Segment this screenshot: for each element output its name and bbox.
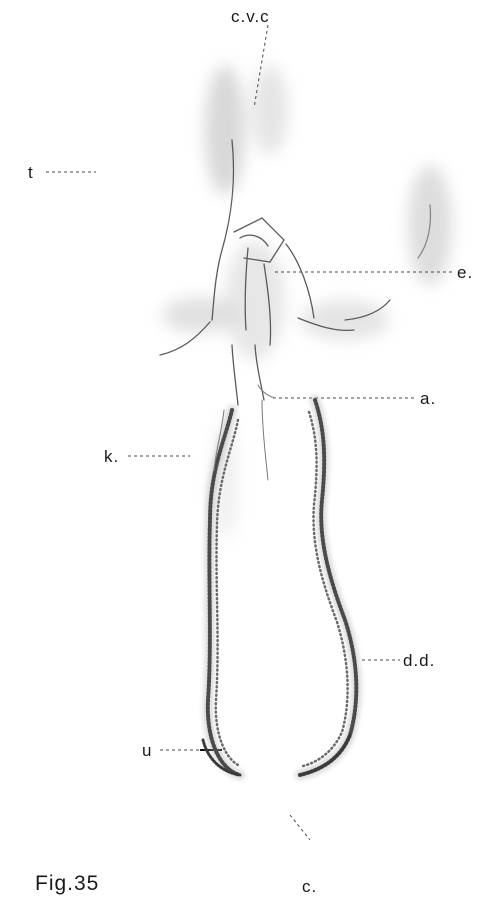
label-u: u [142, 742, 152, 759]
label-e: e. [457, 264, 473, 281]
label-c: c. [302, 878, 317, 895]
label-a: a. [420, 390, 436, 407]
figure-caption: Fig.35 [35, 872, 99, 896]
stippled-organ [203, 385, 356, 775]
tissue-shading [162, 65, 452, 540]
label-t: t [28, 164, 34, 181]
label-dd: d.d. [403, 652, 435, 669]
label-cvc: c.v.c [231, 8, 270, 25]
label-k: k. [104, 448, 119, 465]
leader-lines [46, 25, 453, 840]
